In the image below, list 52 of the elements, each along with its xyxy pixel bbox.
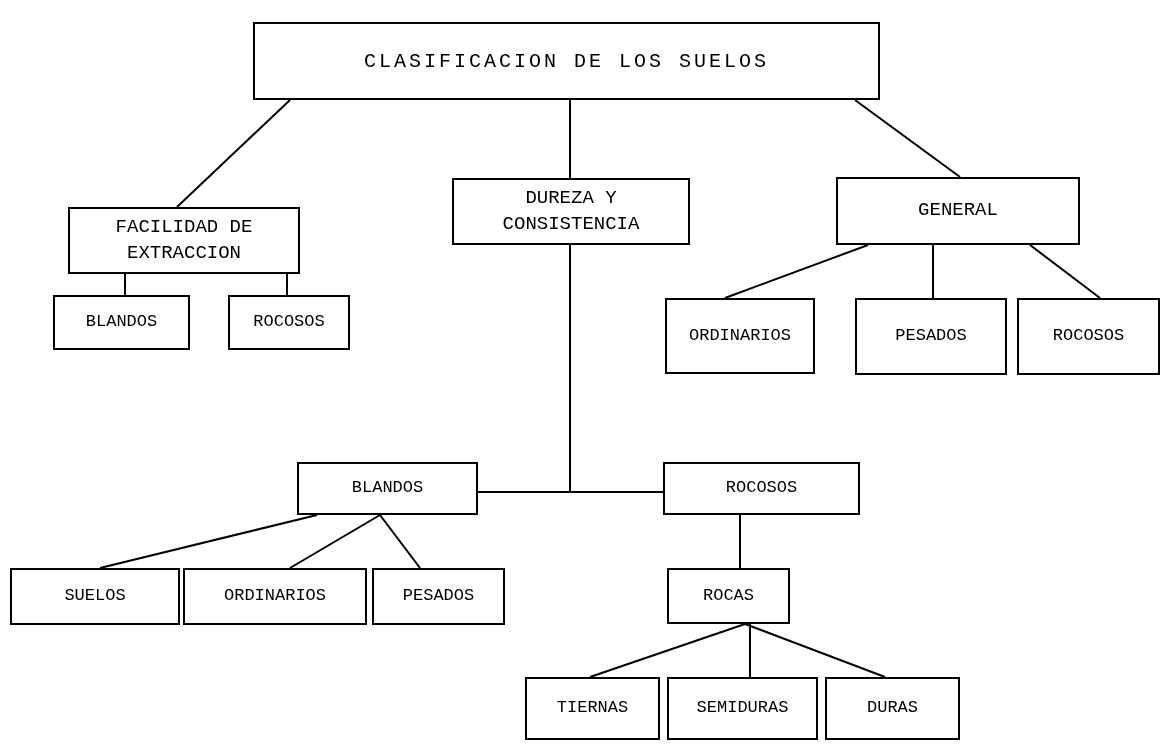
category-box — [525, 677, 660, 740]
category-box — [253, 22, 880, 100]
connector-line — [569, 244, 664, 493]
category-box — [663, 462, 860, 515]
category-label: ROCOSOS — [1051, 325, 1126, 348]
category-label: GENERAL — [917, 198, 999, 224]
category-label: SEMIDURAS — [695, 697, 790, 720]
category-box — [228, 295, 350, 350]
category-label: PESADOS — [401, 585, 476, 608]
connector-line — [286, 273, 288, 296]
connector-line — [749, 623, 751, 678]
category-box — [452, 178, 690, 245]
connector-line — [124, 273, 126, 296]
connector-line — [854, 99, 961, 178]
category-box — [825, 677, 960, 740]
category-box — [53, 295, 190, 350]
connector-line — [289, 514, 381, 569]
diagram-heading: CLASIFICACION DE LOS SUELOS — [362, 48, 771, 75]
category-box — [68, 207, 300, 274]
category-label: SUELOS — [63, 585, 127, 608]
category-label: TIERNAS — [555, 697, 630, 720]
connector-line — [379, 514, 421, 569]
connector-line — [176, 99, 291, 208]
category-label: DUREZA Y CONSISTENCIA — [501, 185, 641, 237]
category-label: ROCOSOS — [252, 311, 326, 334]
connector-line — [99, 514, 318, 569]
connector-line — [744, 623, 886, 678]
category-label: FACILIDAD DE EXTRACCION — [114, 214, 254, 266]
category-label: ROCOSOS — [724, 477, 799, 500]
category-label: PESADOS — [894, 325, 968, 348]
connector-line — [724, 244, 869, 299]
category-box — [665, 298, 815, 374]
category-box — [667, 677, 818, 740]
category-box — [10, 568, 180, 625]
category-box — [1017, 298, 1160, 375]
connector-line — [569, 99, 571, 179]
category-box — [667, 568, 790, 624]
connector-line — [739, 514, 741, 569]
category-label: DURAS — [866, 697, 919, 720]
category-box — [855, 298, 1007, 375]
category-label: ORDINARIOS — [223, 585, 327, 608]
category-box — [836, 177, 1080, 245]
category-label: BLANDOS — [350, 477, 425, 500]
category-label: ORDINARIOS — [688, 324, 792, 347]
category-box — [297, 462, 478, 515]
connector-line — [1029, 244, 1101, 299]
category-box — [372, 568, 505, 625]
category-box — [183, 568, 367, 625]
connector-line — [932, 244, 934, 299]
category-label: BLANDOS — [84, 311, 159, 334]
category-label: ROCAS — [702, 584, 755, 607]
connector-line — [589, 623, 746, 678]
